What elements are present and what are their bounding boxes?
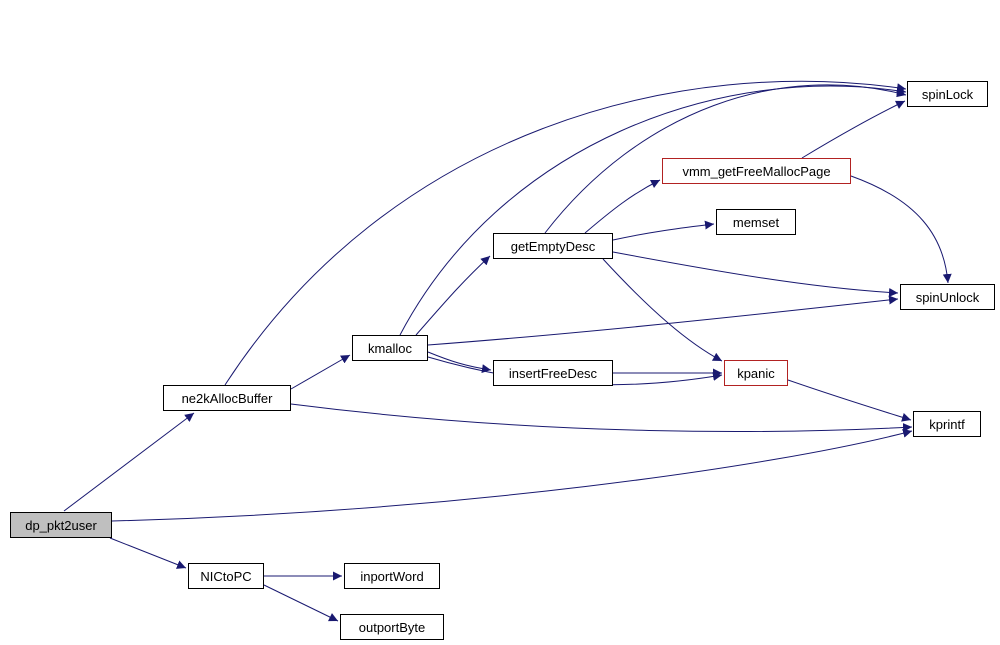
edge-dp_pkt2user-to-NICtoPC bbox=[109, 537, 187, 569]
edge-getEmptyDesc-to-vmm_getFreeMallocPage bbox=[584, 179, 661, 234]
edge-getEmptyDesc-to-memset bbox=[612, 220, 715, 241]
node-kpanic[interactable]: kpanic bbox=[724, 360, 788, 386]
edge-kmalloc-to-spinLock bbox=[399, 85, 907, 336]
edge-kmalloc-to-insertFreeDesc bbox=[427, 351, 492, 374]
node-getEmptyDesc[interactable]: getEmptyDesc bbox=[493, 233, 613, 259]
edge-kmalloc-to-spinUnlock bbox=[427, 295, 899, 346]
edge-dp_pkt2user-to-kprintf bbox=[111, 428, 913, 522]
edge-getEmptyDesc-to-kpanic bbox=[602, 258, 723, 362]
node-inportWord[interactable]: inportWord bbox=[344, 563, 440, 589]
node-spinLock[interactable]: spinLock bbox=[907, 81, 988, 107]
edge-ne2kAllocBuffer-to-spinLock bbox=[224, 80, 907, 386]
edge-getEmptyDesc-to-spinUnlock bbox=[612, 251, 899, 297]
node-dp_pkt2user[interactable]: dp_pkt2user bbox=[10, 512, 112, 538]
edge-ne2kAllocBuffer-to-kprintf bbox=[290, 403, 913, 433]
edge-kpanic-to-kprintf bbox=[787, 379, 912, 422]
edge-NICtoPC-to-outportByte bbox=[263, 584, 339, 622]
node-NICtoPC[interactable]: NICtoPC bbox=[188, 563, 264, 589]
edge-ne2kAllocBuffer-to-kmalloc bbox=[290, 354, 351, 390]
node-kprintf[interactable]: kprintf bbox=[913, 411, 981, 437]
edge-dp_pkt2user-to-ne2kAllocBuffer bbox=[63, 412, 195, 512]
node-spinUnlock[interactable]: spinUnlock bbox=[900, 284, 995, 310]
edge-getEmptyDesc-to-spinLock bbox=[544, 84, 907, 234]
edge-vmm_getFreeMallocPage-to-spinUnlock bbox=[850, 175, 952, 284]
node-ne2kAllocBuffer[interactable]: ne2kAllocBuffer bbox=[163, 385, 291, 411]
node-vmm_getFreeMallocPage[interactable]: vmm_getFreeMallocPage bbox=[662, 158, 851, 184]
node-memset[interactable]: memset bbox=[716, 209, 796, 235]
node-insertFreeDesc[interactable]: insertFreeDesc bbox=[493, 360, 613, 386]
node-outportByte[interactable]: outportByte bbox=[340, 614, 444, 640]
edge-vmm_getFreeMallocPage-to-spinLock bbox=[801, 100, 906, 159]
edge-kmalloc-to-getEmptyDesc bbox=[415, 255, 491, 336]
node-kmalloc[interactable]: kmalloc bbox=[352, 335, 428, 361]
